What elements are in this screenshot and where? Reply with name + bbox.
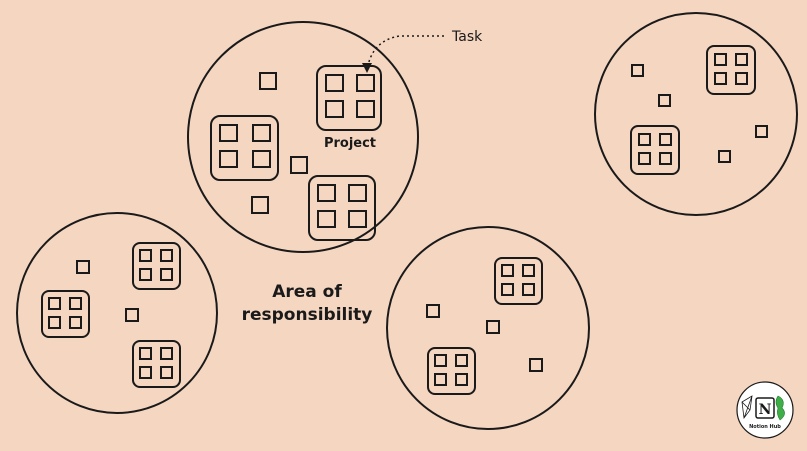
project-icon [308, 175, 376, 241]
task-pointer-arrow [362, 35, 444, 73]
task-icon [290, 156, 308, 174]
task-icon [755, 125, 768, 138]
project-label: Project [324, 136, 376, 151]
task-icon [259, 72, 277, 90]
task-icon [251, 196, 269, 214]
notion-hub-logo: N Notion Hub [736, 381, 794, 439]
task-icon [631, 64, 644, 77]
notion-glyph-icon: N [759, 402, 772, 418]
area-circle-bottom-left [16, 212, 218, 414]
project-icon [132, 340, 181, 388]
area-label-line2: responsibility [242, 305, 373, 325]
project-icon [316, 65, 382, 131]
task-icon [658, 94, 671, 107]
area-circle-bottom-center [386, 226, 590, 430]
area-circle-main [187, 21, 419, 253]
task-icon [486, 320, 500, 334]
project-icon [41, 290, 90, 338]
task-icon [426, 304, 440, 318]
project-icon [494, 257, 543, 305]
area-circle-top-right [594, 12, 798, 216]
task-icon [529, 358, 543, 372]
project-icon [132, 242, 181, 290]
logo-text: Notion Hub [749, 424, 781, 430]
task-label: Task [451, 29, 483, 45]
project-icon [210, 115, 279, 181]
task-icon [76, 260, 90, 274]
task-icon [125, 308, 139, 322]
task-icon [718, 150, 731, 163]
project-icon [706, 45, 756, 95]
area-label-line1: Area of [272, 282, 342, 302]
project-icon [427, 347, 476, 395]
project-icon [630, 125, 680, 175]
